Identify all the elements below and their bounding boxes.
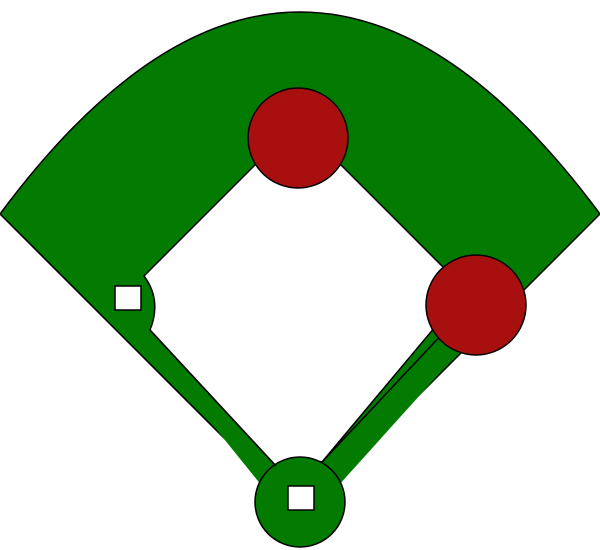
foul-line-inner-left [149,329,277,467]
second-base-marker-icon [247,87,349,189]
right-base-path [318,330,466,486]
third-base-icon [114,285,142,311]
left-base-path [112,300,280,486]
home-plate-icon [287,485,315,511]
first-base-marker-icon [425,254,527,356]
foul-line-inner-right [321,329,447,463]
